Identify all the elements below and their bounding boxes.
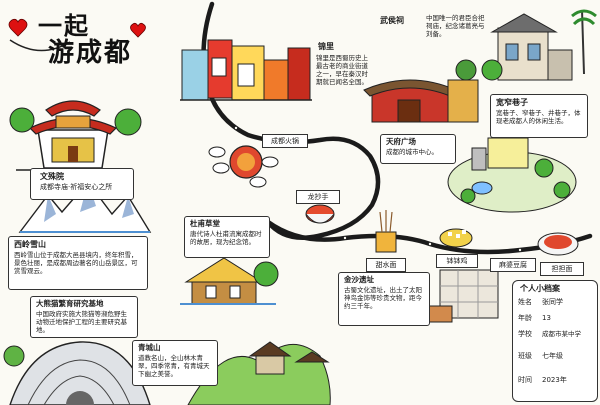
jinsha-desc: 古蜀文化遗址，出土了太阳神鸟金饰等珍贵文物，距今约三千年。 xyxy=(344,286,422,311)
poster-title-line2: 游成都 xyxy=(48,38,133,68)
profile-class-value: 七年级 xyxy=(542,352,563,360)
boboji-tag: 钵钵鸡 xyxy=(436,254,478,268)
profile-school-value: 成都市某中学 xyxy=(542,330,581,338)
wuhou-name: 武侯祠 xyxy=(380,16,404,25)
xiling-desc: 西岭雪山位于成都大邑县境内，终年积雪，景色壮丽，是成都周边著名的山岳景区，可赏雪… xyxy=(14,251,138,276)
heart-icon xyxy=(8,18,28,37)
dufu-desc: 唐代诗人杜甫流寓成都时的故居，现为纪念馆。 xyxy=(190,230,262,247)
kuanzhai-name: 宽窄巷子 xyxy=(496,98,528,107)
wenshu-label-box xyxy=(30,168,134,200)
wenshu-name: 文殊院 xyxy=(40,172,64,181)
jinli-name: 锦里 xyxy=(318,42,334,51)
wuhou-desc: 中国唯一的君臣合祀祠庙，纪念诸葛亮与刘备。 xyxy=(426,14,485,39)
xiling-label-box xyxy=(8,236,148,290)
tiandouhua-tag: 甜水面 xyxy=(366,258,406,272)
profile-name-value: 张同学 xyxy=(542,298,563,306)
profile-name-label: 姓名 xyxy=(518,298,532,306)
mapo-tag: 麻婆豆腐 xyxy=(490,258,536,272)
kuanzhai-desc: 宽巷子、窄巷子、井巷子，体现老成都人的休闲生活。 xyxy=(496,109,581,126)
jinli-street-drawing xyxy=(180,39,312,101)
qingcheng-name: 青城山 xyxy=(138,343,161,352)
chaoshou-tag: 龙抄手 xyxy=(296,190,340,204)
profile-date-value: 2023年 xyxy=(542,376,567,384)
qingcheng-desc: 道教名山，全山林木青翠，四季常青，有青城天下幽之美誉。 xyxy=(138,354,210,379)
dandan-tag: 担担面 xyxy=(540,262,584,276)
dufu-label-box xyxy=(184,216,270,258)
panda-desc: 中国政府实施大熊猫等濒危野生动物迁地保护工程的主要研究基地。 xyxy=(36,310,127,334)
dumpling-bowl-drawing xyxy=(305,204,335,224)
profile-header: 个人小档案 xyxy=(520,284,560,293)
mapo-tofu-drawing xyxy=(439,228,473,248)
wuhou-shrine-drawing xyxy=(363,59,479,123)
boboji-drawing xyxy=(375,210,397,253)
xiling-name: 西岭雪山 xyxy=(14,240,46,249)
profile-class-label: 班级 xyxy=(518,352,532,360)
kuanzhai-building-drawing xyxy=(481,9,597,81)
jinli-desc: 锦里是西蜀历史上最古老的商业街道之一，早在秦汉时期就已闻名全国。 xyxy=(316,54,368,87)
tianfu-square-drawing xyxy=(447,137,577,213)
jinsha-site-drawing xyxy=(411,269,499,323)
hotpot-tag: 成都火锅 xyxy=(262,134,308,148)
wenshu-desc: 成都寺庙·祈福安心之所 xyxy=(40,183,113,191)
profile-school-label: 学校 xyxy=(518,330,532,338)
kuanzhai-label-box xyxy=(490,94,588,138)
panda-name: 大熊猫繁育研究基地 xyxy=(36,299,104,308)
panda-label-box xyxy=(30,296,138,338)
profile-card xyxy=(512,280,598,402)
tianfu-desc: 成都的城市中心。 xyxy=(386,148,438,156)
poster-title-line1: 一起 xyxy=(38,11,90,40)
hotpot-drawing xyxy=(208,145,279,188)
jinsha-name: 金沙遗址 xyxy=(344,275,374,284)
tianfu-name: 天府广场 xyxy=(386,137,416,146)
dufu-cottage-drawing xyxy=(180,257,279,305)
tianfu-label-box xyxy=(380,134,456,164)
qingcheng-label-box xyxy=(132,340,218,386)
profile-age-label: 年龄 xyxy=(518,314,532,322)
profile-date-label: 时间 xyxy=(518,376,532,384)
qingcheng-mountain-drawing xyxy=(187,341,331,405)
jinsha-label-box xyxy=(338,272,430,326)
dufu-name: 杜甫草堂 xyxy=(190,219,220,228)
profile-age-value: 13 xyxy=(542,314,551,322)
dandan-noodle-drawing xyxy=(537,232,579,256)
heart-icon xyxy=(130,22,146,38)
